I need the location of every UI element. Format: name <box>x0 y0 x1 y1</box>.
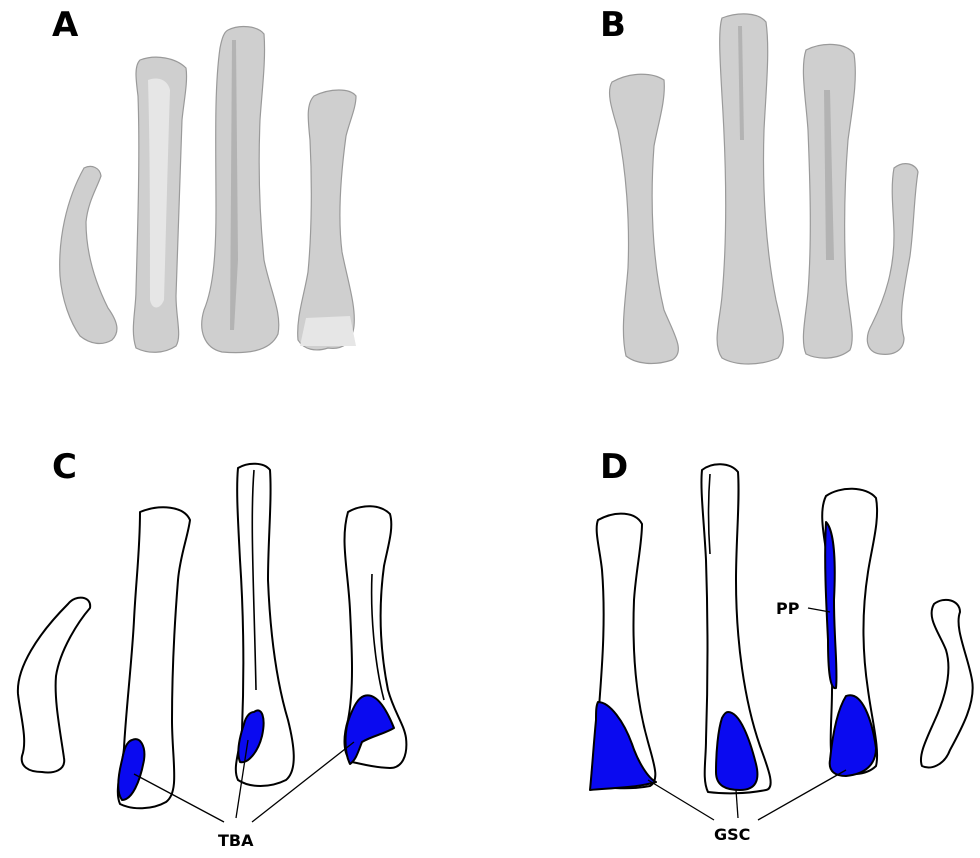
panel-c: C TBA <box>18 447 407 850</box>
panel-a-bone-2 <box>133 57 186 352</box>
panel-c-bone-1 <box>18 598 90 773</box>
panel-d-bone-3 <box>822 489 877 776</box>
panel-b-bone-1 <box>610 74 679 363</box>
gsc-label: GSC <box>714 825 750 844</box>
panel-a-bone-1 <box>60 166 117 343</box>
panel-c-bone-4 <box>345 506 407 768</box>
panel-d: D PP GSC <box>590 447 973 844</box>
panel-d-label: D <box>600 447 628 487</box>
tba-label: TBA <box>218 831 254 850</box>
panel-d-bone-1 <box>590 514 656 790</box>
pp-label: PP <box>776 599 800 618</box>
panel-d-bone-2 <box>701 464 770 793</box>
panel-c-bone-2 <box>118 507 190 808</box>
panel-a-bone-3 <box>202 27 279 353</box>
panel-b: B <box>600 5 918 364</box>
panel-a-label: A <box>52 5 79 45</box>
panel-c-bone-3 <box>236 464 294 786</box>
panel-b-label: B <box>600 5 626 45</box>
panel-a: A <box>52 5 356 353</box>
panel-d-bone-4 <box>921 600 973 768</box>
panel-b-bone-4 <box>867 164 918 355</box>
panel-b-bone-3 <box>803 44 855 358</box>
panel-a-bone-4 <box>298 90 356 350</box>
panel-b-bone-2 <box>717 14 783 364</box>
panel-c-label: C <box>52 447 77 487</box>
